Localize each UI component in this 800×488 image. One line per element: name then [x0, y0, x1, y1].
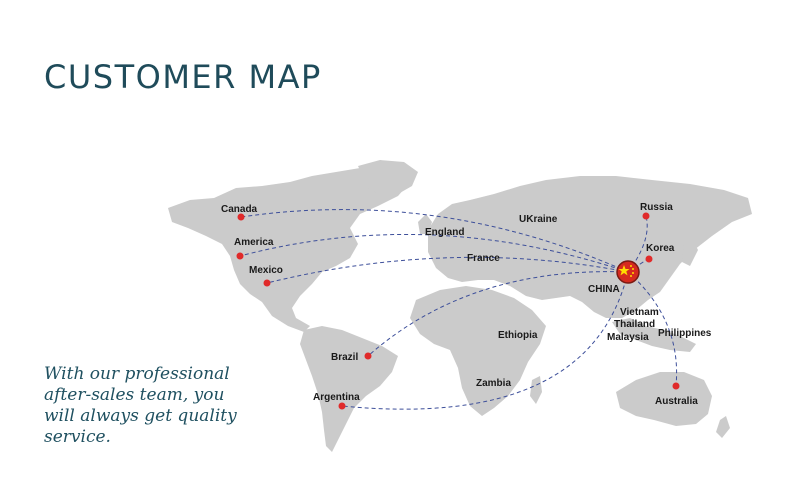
label-canada: Canada: [221, 204, 258, 215]
new-zealand-landmass: [716, 416, 730, 438]
route-brazil: [367, 271, 629, 357]
label-china: CHINA: [588, 284, 620, 295]
marker-canada[interactable]: [237, 213, 245, 221]
markers: [236, 212, 680, 410]
tagline-line: after-sales team, you: [44, 385, 225, 405]
route-australia: [627, 271, 678, 387]
label-korea: Korea: [646, 243, 675, 254]
label-zambia: Zambia: [476, 378, 511, 389]
label-thailand: Thailand: [614, 319, 655, 330]
page-title: CUSTOMER MAP: [44, 58, 322, 96]
label-ukraine: UKraine: [519, 214, 558, 225]
marker-argentina[interactable]: [338, 402, 346, 410]
label-brazil: Brazil: [331, 352, 358, 363]
label-vietnam: Vietnam: [620, 307, 659, 318]
africa-landmass: [410, 286, 546, 416]
china-flag-icon: [616, 260, 640, 284]
map-labels: Canada America Mexico Brazil Argentina R…: [221, 202, 712, 407]
southeast-asia-islands: [612, 318, 696, 352]
label-russia: Russia: [640, 202, 673, 213]
label-malaysia: Malaysia: [607, 332, 649, 343]
label-philippines: Philippines: [658, 328, 712, 339]
australia-landmass: [616, 372, 712, 426]
madagascar-landmass: [530, 376, 542, 404]
label-argentina: Argentina: [313, 392, 360, 403]
south-america-landmass: [300, 326, 398, 452]
greenland-landmass: [358, 160, 418, 196]
route-russia: [627, 215, 648, 273]
tagline-line: service.: [44, 427, 111, 447]
marker-mexico[interactable]: [263, 279, 271, 287]
label-england: England: [425, 227, 464, 238]
label-france: France: [467, 253, 500, 264]
uk-landmass: [418, 214, 432, 234]
tagline: With our professional after-sales team, …: [44, 364, 284, 448]
tagline-line: will always get quality: [44, 406, 237, 426]
marker-australia[interactable]: [672, 382, 680, 390]
label-mexico: Mexico: [249, 265, 283, 276]
label-ethiopia: Ethiopia: [498, 330, 538, 341]
marker-korea[interactable]: [645, 255, 653, 263]
label-australia: Australia: [655, 396, 698, 407]
route-canada: [240, 209, 629, 273]
marker-russia[interactable]: [642, 212, 650, 220]
japan-landmass: [682, 238, 698, 266]
tagline-line: With our professional: [44, 364, 230, 384]
label-america: America: [234, 237, 274, 248]
marker-brazil[interactable]: [364, 352, 372, 360]
north-america-landmass: [168, 166, 412, 332]
route-argentina: [341, 271, 629, 410]
marker-america[interactable]: [236, 252, 244, 260]
